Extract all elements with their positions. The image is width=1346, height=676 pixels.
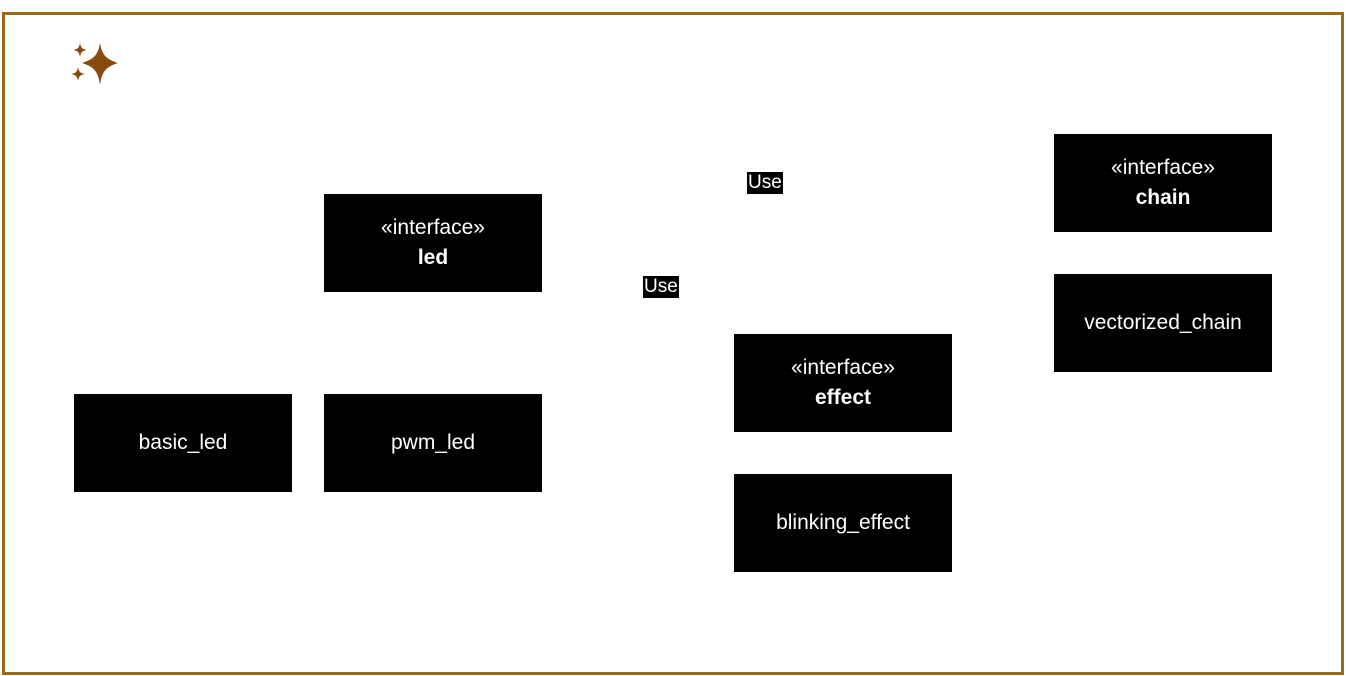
class-blinking-effect-name: blinking_effect: [776, 511, 910, 534]
interface-effect-stereotype: «interface»: [791, 356, 895, 379]
class-pwm-led-name: pwm_led: [390, 431, 476, 454]
use-relation-label-upper: Use: [747, 172, 783, 194]
class-basic-led-name: basic_led: [138, 431, 228, 454]
class-basic-led[interactable]: basic_led: [74, 394, 292, 492]
interface-led-stereotype: «interface»: [381, 216, 485, 239]
interface-led-name: led: [417, 246, 449, 269]
interface-chain[interactable]: «interface» chain: [1054, 134, 1272, 232]
interface-effect-name: effect: [814, 386, 872, 409]
interface-led[interactable]: «interface» led: [324, 194, 542, 292]
use-relation-label-lower: Use: [643, 276, 679, 298]
class-blinking-effect[interactable]: blinking_effect: [734, 474, 952, 572]
interface-chain-name: chain: [1135, 186, 1191, 209]
class-vectorized-chain-name: vectorized_chain: [1084, 311, 1242, 334]
class-vectorized-chain[interactable]: vectorized_chain: [1054, 274, 1272, 372]
class-pwm-led[interactable]: pwm_led: [324, 394, 542, 492]
interface-effect[interactable]: «interface» effect: [734, 334, 952, 432]
interface-chain-stereotype: «interface»: [1111, 156, 1215, 179]
sparkle-icon: [71, 43, 118, 85]
